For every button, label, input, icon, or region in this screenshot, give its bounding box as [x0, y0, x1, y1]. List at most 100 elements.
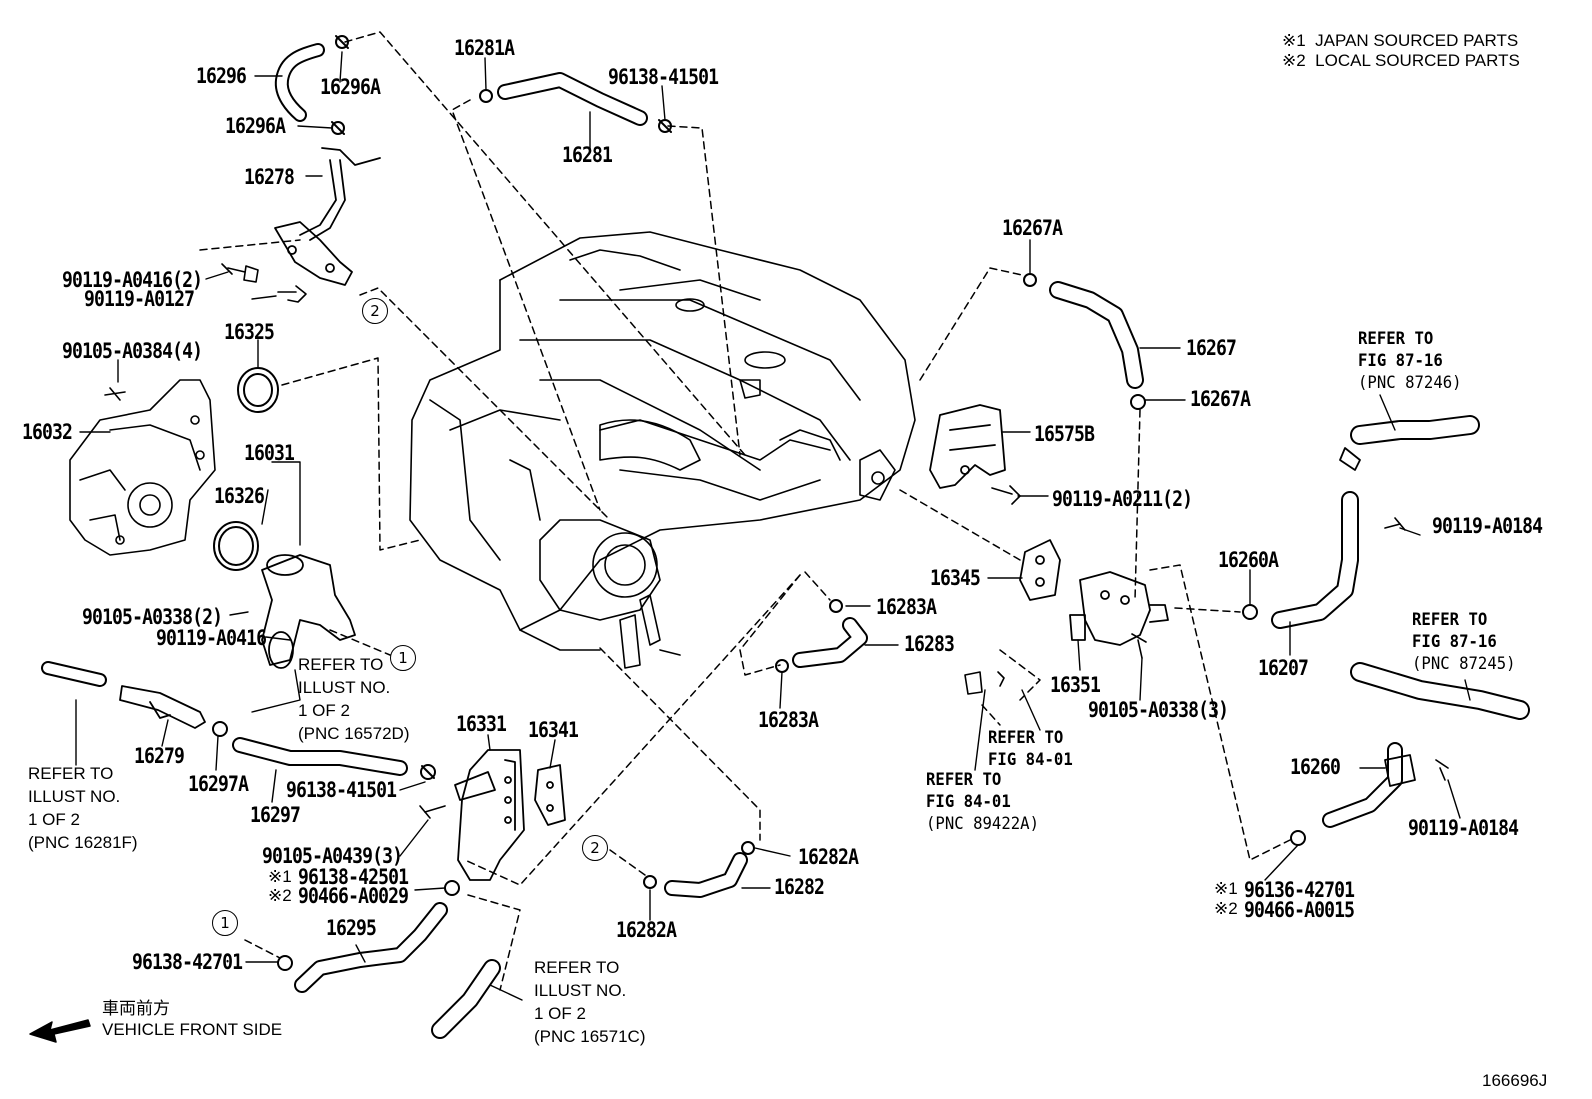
label-90119-A0184-b[interactable]: 90119-A0184	[1408, 816, 1519, 840]
label-90105-A0338-3[interactable]: 90105-A0338(3)	[1088, 698, 1229, 722]
label-96138-41501-top[interactable]: 96138-41501	[608, 65, 719, 89]
water-pump-16032	[69, 379, 216, 556]
bolt-90119-A0184-a	[1384, 517, 1406, 531]
housing-16331	[454, 749, 525, 881]
note-text-1: JAPAN SOURCED PARTS	[1315, 31, 1519, 50]
label-90466-A0029[interactable]: 90466-A0029	[298, 884, 409, 908]
hose-left-ref	[41, 661, 107, 687]
figure-id: 166696J	[1482, 1071, 1548, 1090]
leader-lines	[75, 51, 1471, 1001]
ref-line: FIG 84-01	[988, 750, 1073, 770]
ref-fig-87246[interactable]: REFER TO FIG 87-16 (PNC 87246)	[1358, 331, 1471, 392]
label-16278[interactable]: 16278	[244, 165, 295, 189]
source-mark-2-right: ※2	[1214, 899, 1238, 918]
ref-illust-16572D[interactable]: REFER TO ILLUST NO. 1 OF 2 (PNC 16572D)	[298, 656, 410, 742]
label-90105-A0338-2[interactable]: 90105-A0338(2)	[82, 605, 223, 629]
clamp-16283A-top	[829, 599, 843, 613]
label-16296[interactable]: 16296	[196, 64, 247, 88]
label-16032[interactable]: 16032	[22, 420, 73, 444]
label-16297A[interactable]: 16297A	[188, 772, 249, 796]
label-16296A-top[interactable]: 16296A	[320, 75, 381, 99]
label-16267A-bot[interactable]: 16267A	[1190, 387, 1251, 411]
label-16260[interactable]: 16260	[1290, 755, 1341, 779]
label-90119-A0184-a[interactable]: 90119-A0184	[1432, 514, 1543, 538]
callout-1-bottom[interactable]: 1	[212, 910, 238, 936]
label-90119-A0416[interactable]: 90119-A0416	[156, 626, 267, 650]
label-16283A-bot[interactable]: 16283A	[758, 708, 819, 732]
clamp-16260A	[1242, 604, 1258, 620]
clamp-16296A-mid	[331, 121, 345, 135]
source-mark-1-right: ※1	[1214, 879, 1238, 898]
ref-line: (PNC 87245)	[1412, 654, 1516, 674]
clamp-96138-42701	[277, 955, 293, 971]
ref-line: REFER TO	[988, 728, 1064, 748]
label-16283A-top[interactable]: 16283A	[876, 595, 937, 619]
label-16326[interactable]: 16326	[214, 484, 265, 508]
ref-line: FIG 84-01	[926, 792, 1011, 812]
callout-2-bottom[interactable]: 2	[582, 835, 608, 861]
label-16351[interactable]: 16351	[1050, 673, 1101, 697]
label-16281[interactable]: 16281	[562, 143, 613, 167]
label-90119-A0127[interactable]: 90119-A0127	[84, 287, 195, 311]
label-96138-42501[interactable]: 96138-42501	[298, 865, 409, 889]
ref-fig-8401-b[interactable]: REFER TO FIG 84-01 (PNC 89422A)	[926, 772, 1049, 833]
label-16575B[interactable]: 16575B	[1034, 422, 1095, 446]
clamp-16296A-top	[335, 35, 349, 49]
note-mark-1: ※1	[1282, 31, 1306, 50]
ref-illust-16281F[interactable]: REFER TO ILLUST NO. 1 OF 2 (PNC 16281F)	[28, 765, 138, 851]
label-90119-A0211-2[interactable]: 90119-A0211(2)	[1052, 487, 1193, 511]
label-90119-A0416-2[interactable]: 90119-A0416(2)	[62, 268, 203, 292]
ref-line: REFER TO	[298, 655, 384, 674]
callout-2-top[interactable]: 2	[362, 298, 388, 324]
hose-16283	[792, 617, 868, 668]
label-16345[interactable]: 16345	[930, 566, 981, 590]
label-96138-42701[interactable]: 96138-42701	[132, 950, 243, 974]
label-16267A-top[interactable]: 16267A	[1002, 216, 1063, 240]
ref-fig-87245[interactable]: REFER TO FIG 87-16 (PNC 87245)	[1412, 612, 1525, 673]
label-16282A-top[interactable]: 16282A	[798, 845, 859, 869]
vehicle-front-arrow-icon	[29, 1019, 91, 1043]
label-16341[interactable]: 16341	[528, 718, 579, 742]
water-outlet-16351	[1069, 571, 1169, 646]
label-96138-41501-left[interactable]: 96138-41501	[286, 778, 397, 802]
label-16282A-bot[interactable]: 16282A	[616, 918, 677, 942]
bolt-90119-A0184-b	[1435, 759, 1449, 781]
label-16031[interactable]: 16031	[244, 441, 295, 465]
label-16281A[interactable]: 16281A	[454, 36, 515, 60]
ref-line: 1 OF 2	[28, 810, 80, 829]
ref-line: (PNC 16281F)	[28, 833, 138, 852]
ref-line: ILLUST NO.	[28, 787, 121, 806]
label-90105-A0384-4[interactable]: 90105-A0384(4)	[62, 339, 203, 363]
label-90466-A0015[interactable]: 90466-A0015	[1244, 898, 1355, 922]
front-side-en: VEHICLE FRONT SIDE	[102, 1020, 283, 1039]
label-16283[interactable]: 16283	[904, 632, 955, 656]
gasket-16341	[534, 764, 566, 826]
label-16260A[interactable]: 16260A	[1218, 548, 1279, 572]
callout-1-mid[interactable]: 1	[390, 645, 416, 671]
ref-fig-8401-a[interactable]: REFER TO FIG 84-01	[988, 730, 1080, 769]
label-16295[interactable]: 16295	[326, 916, 377, 940]
bolt-90105-A0338-3	[1131, 633, 1147, 659]
label-16207[interactable]: 16207	[1258, 656, 1309, 680]
clamp-96138-41501-left	[420, 764, 436, 780]
label-16279[interactable]: 16279	[134, 744, 185, 768]
hose-16295	[294, 902, 448, 993]
label-16282[interactable]: 16282	[774, 875, 825, 899]
ref-illust-16571C[interactable]: REFER TO ILLUST NO. 1 OF 2 (PNC 16571C)	[534, 959, 646, 1045]
note-japan-sourced: ※1 JAPAN SOURCED PARTS	[1282, 32, 1518, 49]
label-16267[interactable]: 16267	[1186, 336, 1237, 360]
label-16331[interactable]: 16331	[456, 712, 507, 736]
label-16296A-mid[interactable]: 16296A	[225, 114, 286, 138]
label-16325[interactable]: 16325	[224, 320, 275, 344]
ref-line: 1 OF 2	[298, 701, 350, 720]
label-96136-42701[interactable]: 96136-42701	[1244, 878, 1355, 902]
clamp-16282A-bot	[643, 875, 657, 889]
label-90105-A0439-3[interactable]: 90105-A0439(3)	[262, 844, 403, 868]
hose-ref-87245	[1350, 662, 1530, 720]
ref-line: FIG 87-16	[1358, 351, 1443, 371]
label-16297[interactable]: 16297	[250, 803, 301, 827]
dashed-leaders	[199, 31, 1291, 991]
ref-line: (PNC 16572D)	[298, 724, 410, 743]
ref-line: REFER TO	[28, 764, 114, 783]
